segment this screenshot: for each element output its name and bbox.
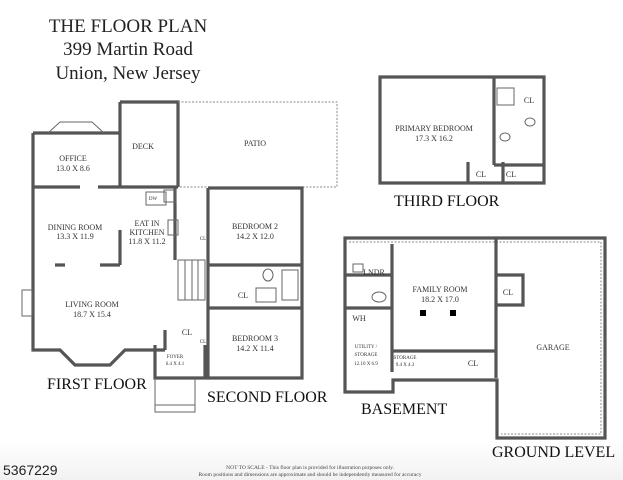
bedroom-3-dims: 14.2 X 11.4: [236, 344, 273, 353]
closet-label: CL: [200, 340, 206, 345]
sink: [499, 132, 511, 142]
storage-dims: 9.4 X 4.3: [396, 363, 415, 368]
utility-label-1: UTILITY /: [355, 345, 378, 350]
closet-label: CL: [238, 291, 248, 300]
dishwasher-label: DW: [149, 197, 158, 202]
office-label: OFFICE: [59, 154, 87, 163]
dining-room-label: DINING ROOM: [48, 223, 102, 232]
dining-room-dims: 13.3 X 11.9: [56, 232, 93, 241]
family-room-label: FAMILY ROOM: [413, 285, 468, 294]
utility-dims: 12.10 X 6.9: [354, 362, 378, 367]
kitchen-dims: 11.8 X 11.2: [128, 237, 165, 246]
shower: [496, 87, 515, 106]
stove: [167, 219, 179, 236]
office-dims: 13.0 X 8.6: [56, 164, 90, 173]
basement-label: BASEMENT: [361, 401, 447, 418]
fireplace: [21, 289, 33, 317]
bathtub: [281, 269, 299, 301]
laundry-label: LNDR: [363, 268, 385, 277]
closet-label: CL: [468, 359, 478, 368]
closet-label: CL: [506, 170, 516, 179]
kitchen-sink: [163, 189, 177, 203]
toilet: [262, 268, 274, 282]
bedroom-2-label: BEDROOM 2: [232, 222, 278, 231]
closet-label: CL: [503, 288, 513, 297]
living-room-dims: 18.7 X 15.4: [73, 310, 111, 319]
bedroom-2-dims: 14.2 X 12.0: [236, 232, 274, 241]
sink: [371, 291, 387, 303]
kitchen-label-1: EAT IN: [135, 219, 160, 228]
support-column: [450, 310, 456, 316]
first-floor-plan: OFFICE 13.0 X 8.6 DECK PATIO DINING ROOM…: [21, 100, 266, 413]
stairs: [177, 259, 206, 301]
utility-label-2: STORAGE: [355, 353, 378, 358]
primary-bedroom-dims: 17.3 X 16.2: [415, 134, 453, 143]
bedroom-3-label: BEDROOM 3: [232, 334, 278, 343]
storage-label: STORAGE: [394, 356, 417, 361]
ground-level-label: GROUND LEVEL: [492, 444, 615, 461]
bay-window-office: [47, 121, 105, 134]
patio-label: PATIO: [244, 139, 266, 148]
water-heater-label: WH: [352, 314, 366, 323]
first-floor-label: FIRST FLOOR: [47, 376, 147, 393]
third-floor-plan: PRIMARY BEDROOM 17.3 X 16.2 CL CL CL THI…: [378, 75, 546, 210]
closet-label: CL: [476, 170, 486, 179]
primary-bedroom-label: PRIMARY BEDROOM: [395, 124, 473, 133]
disclaimer-line-1: NOT TO SCALE - This floor plan is provid…: [226, 464, 394, 471]
living-room-label: LIVING ROOM: [65, 300, 119, 309]
foyer-dims: 6.4 X 4.1: [166, 362, 185, 367]
closet-label: CL: [524, 96, 534, 105]
family-room-dims: 18.2 X 17.0: [421, 295, 459, 304]
plan-title: THE FLOOR PLAN: [49, 16, 208, 37]
bath-sink: [255, 287, 277, 303]
garage-label: GARAGE: [536, 343, 569, 352]
listing-id: 5367229: [3, 462, 58, 478]
third-floor-label: THIRD FLOOR: [394, 193, 500, 210]
kitchen-label-2: KITCHEN: [129, 228, 164, 237]
plan-city: Union, New Jersey: [55, 63, 201, 84]
second-floor-plan: BEDROOM 2 14.2 X 12.0 BEDROOM 3 14.2 X 1…: [200, 186, 328, 406]
support-column: [420, 310, 426, 316]
entry-steps: [154, 378, 196, 413]
basement-plan: LNDR FAMILY ROOM 18.2 X 17.0 WH UTILITY …: [343, 236, 615, 461]
deck-label: DECK: [132, 142, 154, 151]
dishwasher: [145, 191, 167, 206]
toilet: [524, 117, 536, 127]
disclaimer-line-2: Room positions and dimensions are approx…: [199, 471, 422, 478]
second-floor-label: SECOND FLOOR: [207, 389, 328, 406]
closet-label: CL: [182, 328, 192, 337]
plan-address: 399 Martin Road: [63, 39, 193, 60]
washer: [352, 263, 364, 273]
foyer-label: FOYER: [167, 355, 184, 360]
closet-label: CL: [200, 237, 206, 242]
